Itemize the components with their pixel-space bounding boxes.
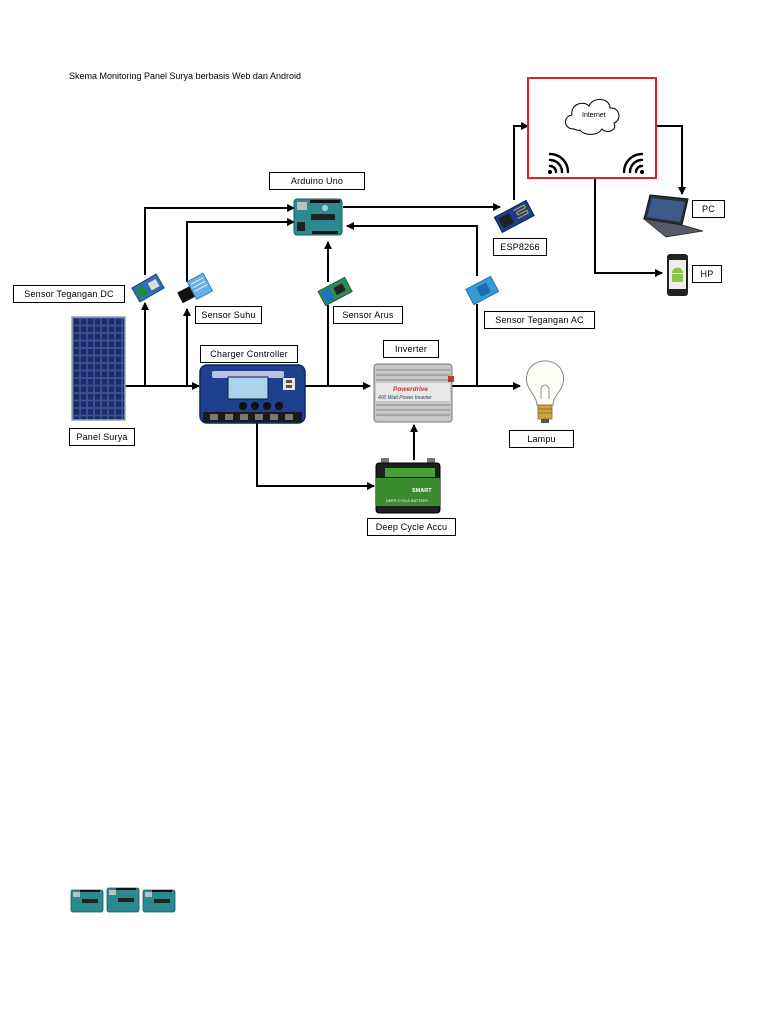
cloud-icon xyxy=(565,99,620,135)
hp-label: HP xyxy=(692,265,722,283)
sensor-suhu-label: Sensor Suhu xyxy=(195,306,262,324)
temperature-sensor xyxy=(177,272,214,304)
current-sensor xyxy=(317,276,353,307)
android-icon xyxy=(672,267,683,282)
wifi-icon-left xyxy=(548,152,570,174)
inverter-device: Powerdrive 400 Watt Power Inverter xyxy=(373,363,454,423)
deep-cycle-accu-label: Deep Cycle Accu xyxy=(367,518,456,536)
sensor-dc-label: Sensor Tegangan DC xyxy=(13,285,125,303)
internet-box xyxy=(527,77,657,179)
internet-to-hp-line xyxy=(594,178,663,277)
charger-controller-label: Charger Controller xyxy=(200,345,298,363)
arduino-thumbnail-1 xyxy=(70,889,104,913)
connection-lines xyxy=(125,122,686,490)
battery-device: SMART DEEP CYCLE BATTERY xyxy=(375,458,441,514)
ac-voltage-sensor xyxy=(465,275,500,306)
esp8266-label: ESP8266 xyxy=(493,238,547,256)
arduino-thumbnails xyxy=(70,887,176,913)
lampu-label: Lampu xyxy=(509,430,574,448)
battery-brand-text: SMART xyxy=(412,488,432,494)
dc-voltage-sensor xyxy=(131,273,165,303)
laptop-icon xyxy=(642,194,704,238)
esp8266-module xyxy=(493,199,535,234)
sensor-suhu-to-arduino-line xyxy=(186,218,295,282)
wifi-icon-right xyxy=(622,152,644,174)
arduino-thumbnail-3 xyxy=(142,889,176,913)
internet-label: Internet xyxy=(582,112,606,119)
internet-to-pc-line xyxy=(656,125,686,195)
esp-to-internet-line xyxy=(513,122,529,200)
inverter-brand-text: Powerdrive xyxy=(393,386,428,393)
pc-label: PC xyxy=(692,200,725,218)
diagram-title: Skema Monitoring Panel Surya berbasis We… xyxy=(69,71,301,81)
sensor-ac-label: Sensor Tegangan AC xyxy=(484,311,595,329)
solar-panel xyxy=(71,316,126,421)
inverter-label: Inverter xyxy=(383,340,439,358)
panel-surya-label: Panel Surya xyxy=(69,428,135,446)
arduino-uno-label: Arduino Uno xyxy=(269,172,365,190)
inverter-model-text: 400 Watt Power Inverter xyxy=(378,395,432,401)
sensor-ac-to-arduino-line xyxy=(346,222,478,276)
charger-controller-device xyxy=(199,364,306,424)
sensor-arus-label: Sensor Arus xyxy=(333,306,403,324)
battery-type-text: DEEP CYCLE BATTERY xyxy=(386,499,429,503)
light-bulb-icon xyxy=(526,360,564,423)
charger-to-battery-line xyxy=(256,422,375,490)
arduino-uno-board xyxy=(293,198,343,236)
smartphone-icon xyxy=(667,254,688,296)
arduino-thumbnail-2 xyxy=(106,887,140,913)
sensor-dc-to-arduino-line xyxy=(144,204,295,275)
